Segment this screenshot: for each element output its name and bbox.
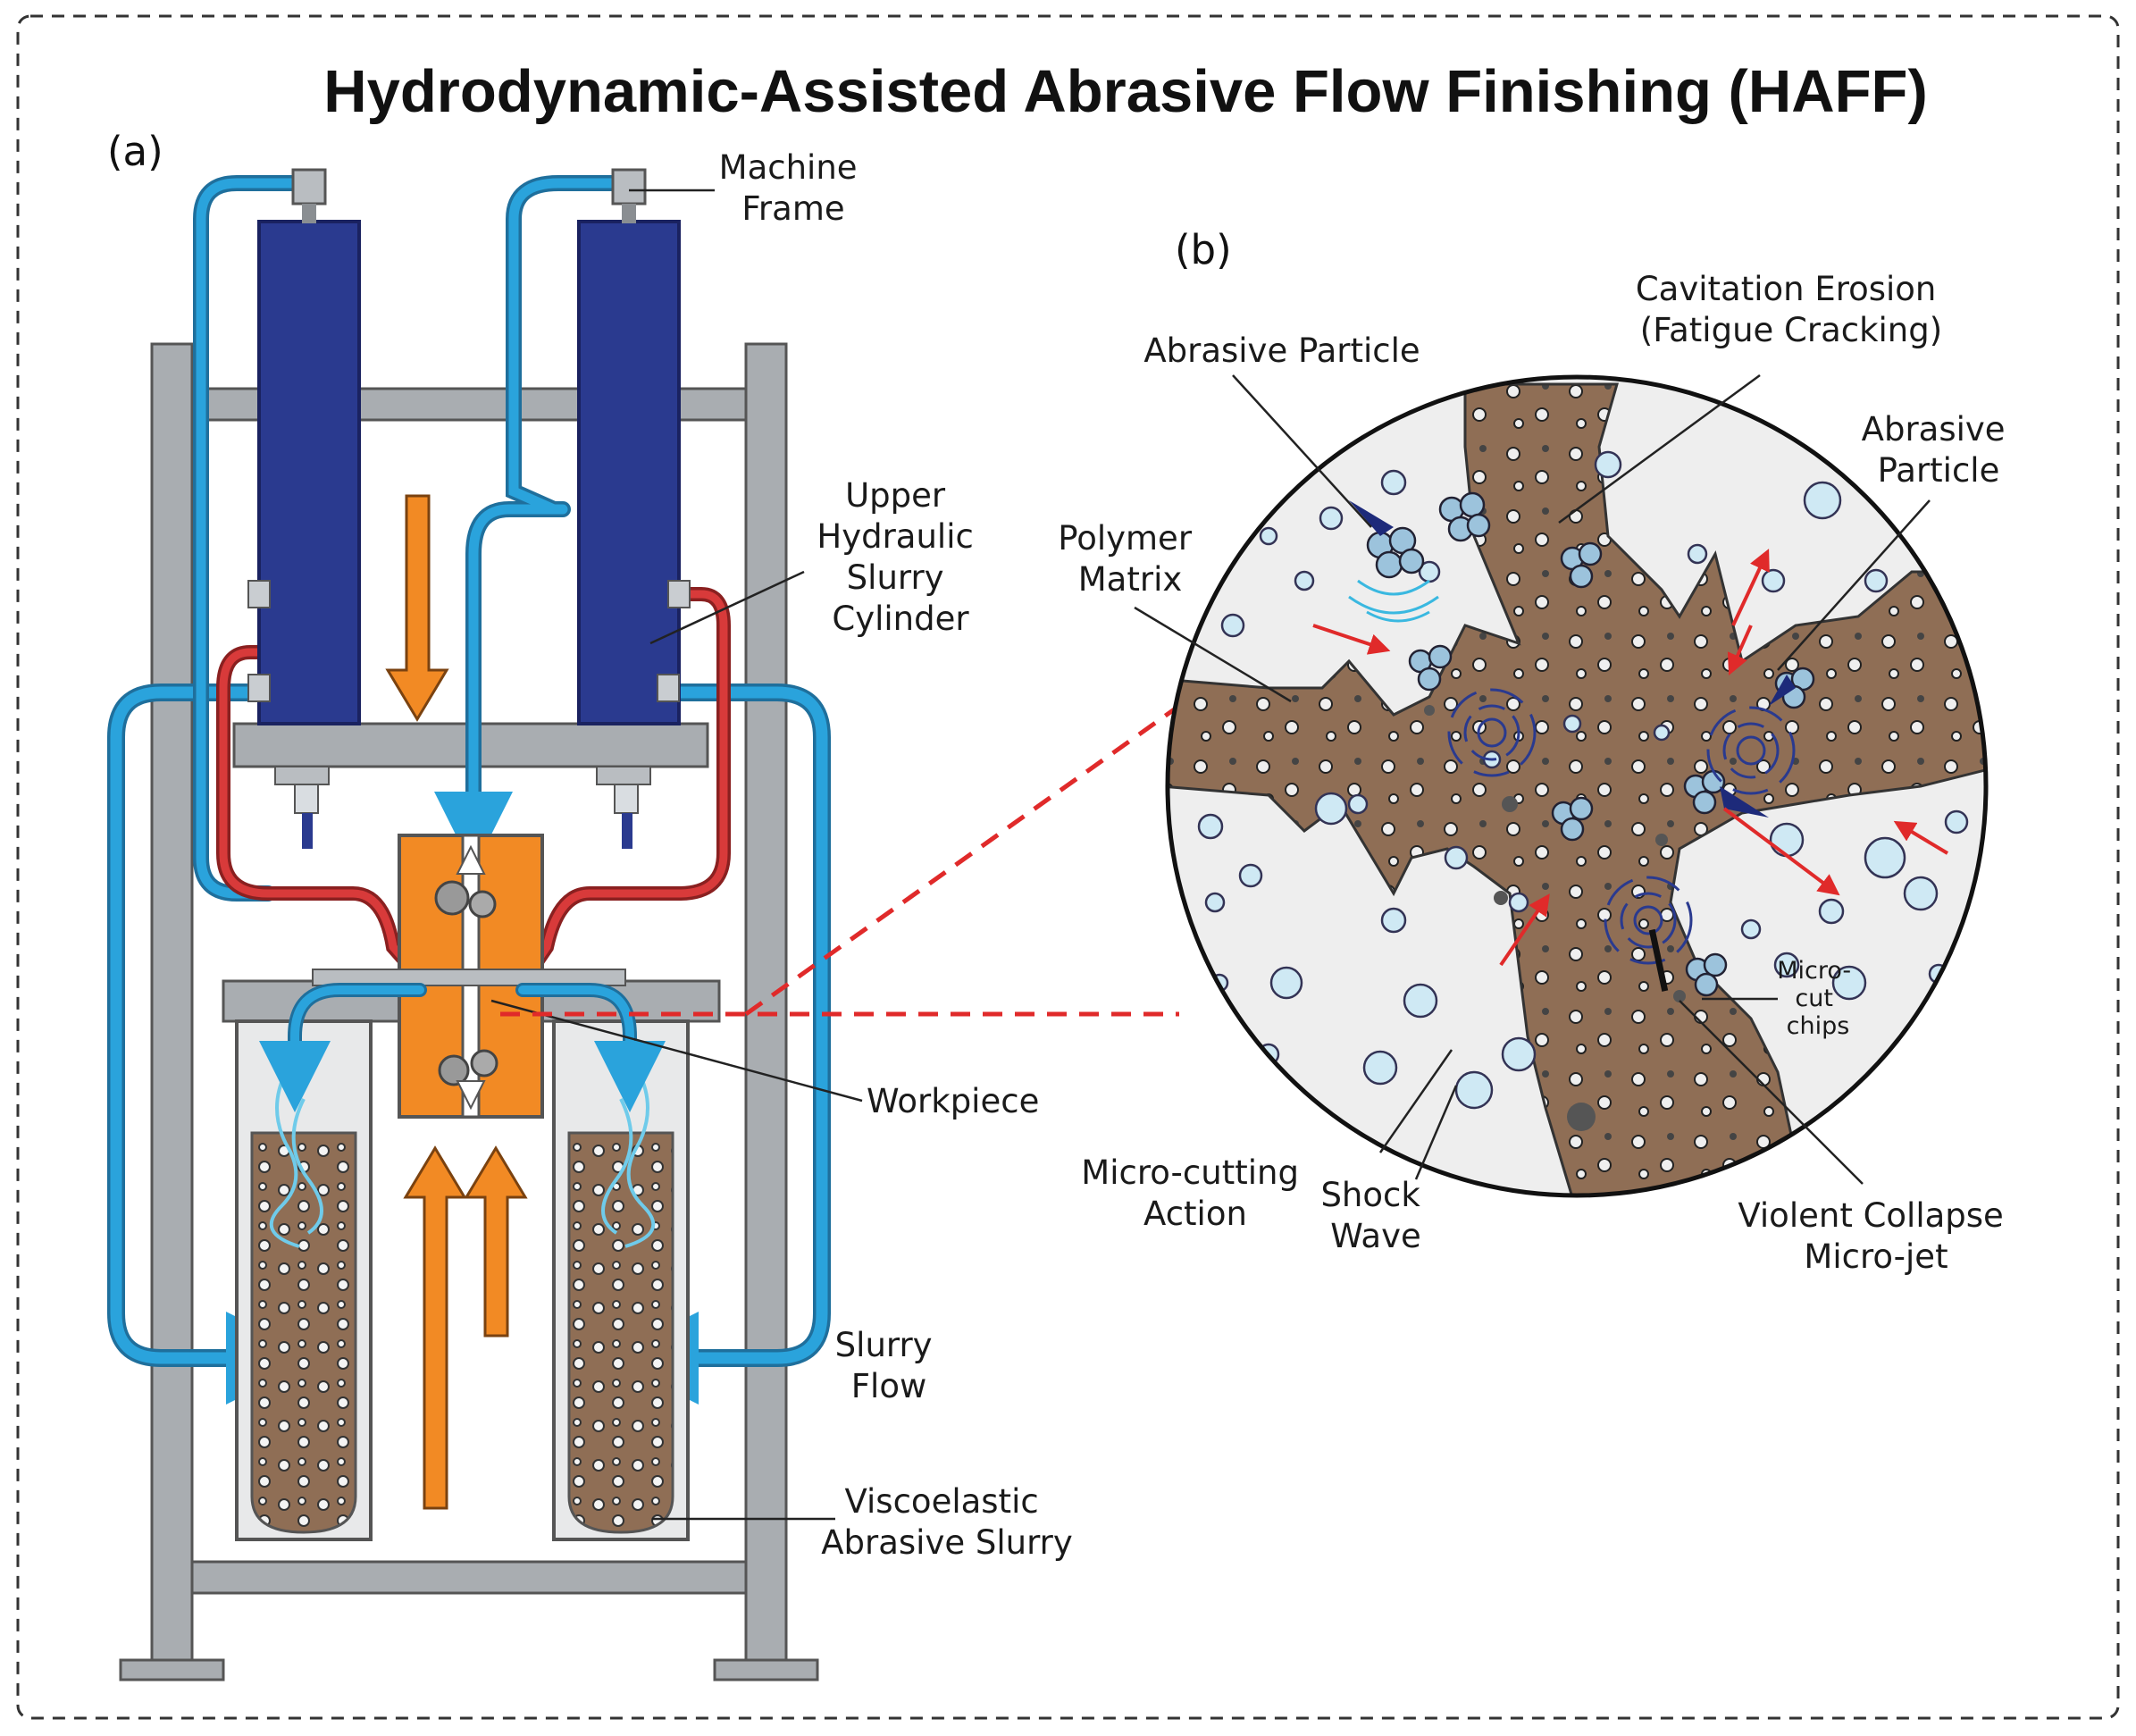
particle-cluster-6 xyxy=(1683,769,1726,815)
particle-cluster-2 xyxy=(1438,491,1491,542)
flow-direction-arrows xyxy=(385,494,528,1510)
hydraulic-red-hoses-inner xyxy=(219,590,728,974)
polymer-matrix xyxy=(1168,382,1986,1195)
label-slurry-flow: Slurry Flow xyxy=(835,1326,943,1405)
figure-title: Hydrodynamic-Assisted Abrasive Flow Fini… xyxy=(323,58,1928,125)
feed-hoses-inner xyxy=(196,178,631,899)
cavitation-bubbles xyxy=(1197,450,1969,1110)
panel-b-tag: (b) xyxy=(1175,226,1232,273)
magnified-view xyxy=(1168,377,1986,1195)
panel-b-callouts xyxy=(1134,373,1931,1185)
panel-a-callouts xyxy=(490,189,863,1521)
workpiece xyxy=(312,834,626,1119)
micro-jet-markers xyxy=(1349,500,1796,818)
magnified-view-border xyxy=(1165,374,1989,1198)
label-micro-cutting-action: Micro-cutting Action xyxy=(1081,1153,1309,1233)
outer-dashed-border xyxy=(16,14,2120,1720)
particle-cluster-1 xyxy=(1366,526,1425,579)
label-violent-collapse-micro-jet: Violent Collapse Micro-jet xyxy=(1738,1196,2014,1276)
micro-jet-needle xyxy=(1648,928,1669,992)
upper-hydraulic-cylinders xyxy=(247,168,691,849)
shock-wave-rings xyxy=(1447,688,1796,965)
particle-cluster-5 xyxy=(1551,796,1594,842)
label-viscoelastic-abrasive-slurry: Viscoelastic Abrasive Slurry xyxy=(821,1482,1073,1562)
micro-cut-chip-dots xyxy=(1424,705,1686,1131)
label-abrasive-particle-top: Abrasive Particle xyxy=(1143,331,1420,370)
label-polymer-matrix: Polymer Matrix xyxy=(1058,519,1202,599)
zoom-connector xyxy=(500,703,1181,1017)
label-machine-frame: Machine Frame xyxy=(719,148,868,228)
outlet-arrows-inner xyxy=(259,985,666,1112)
label-upper-hydraulic-slurry-cylinder: Upper Hydraulic Slurry Cylinder xyxy=(817,476,984,638)
particle-cluster-7 xyxy=(1685,952,1728,997)
shock-wave-arcs-cyan xyxy=(1348,579,1439,623)
label-micro-cut-chips: Micro- cut chips xyxy=(1777,957,1859,1040)
label-abrasive-particle-right: Abrasive Particle xyxy=(1862,410,2016,490)
slurry-return-hoses-inner xyxy=(110,686,828,1405)
label-workpiece: Workpiece xyxy=(867,1082,1039,1120)
panel-a-tag: (a) xyxy=(107,128,163,175)
motion-arrows xyxy=(1312,549,1949,967)
particle-cluster-4 xyxy=(1560,541,1603,589)
particle-cluster-3 xyxy=(1408,644,1453,692)
label-shock-wave: Shock Wave xyxy=(1320,1176,1430,1255)
label-cavitation-erosion: Cavitation Erosion (Fatigue Cracking) xyxy=(1636,270,1947,349)
